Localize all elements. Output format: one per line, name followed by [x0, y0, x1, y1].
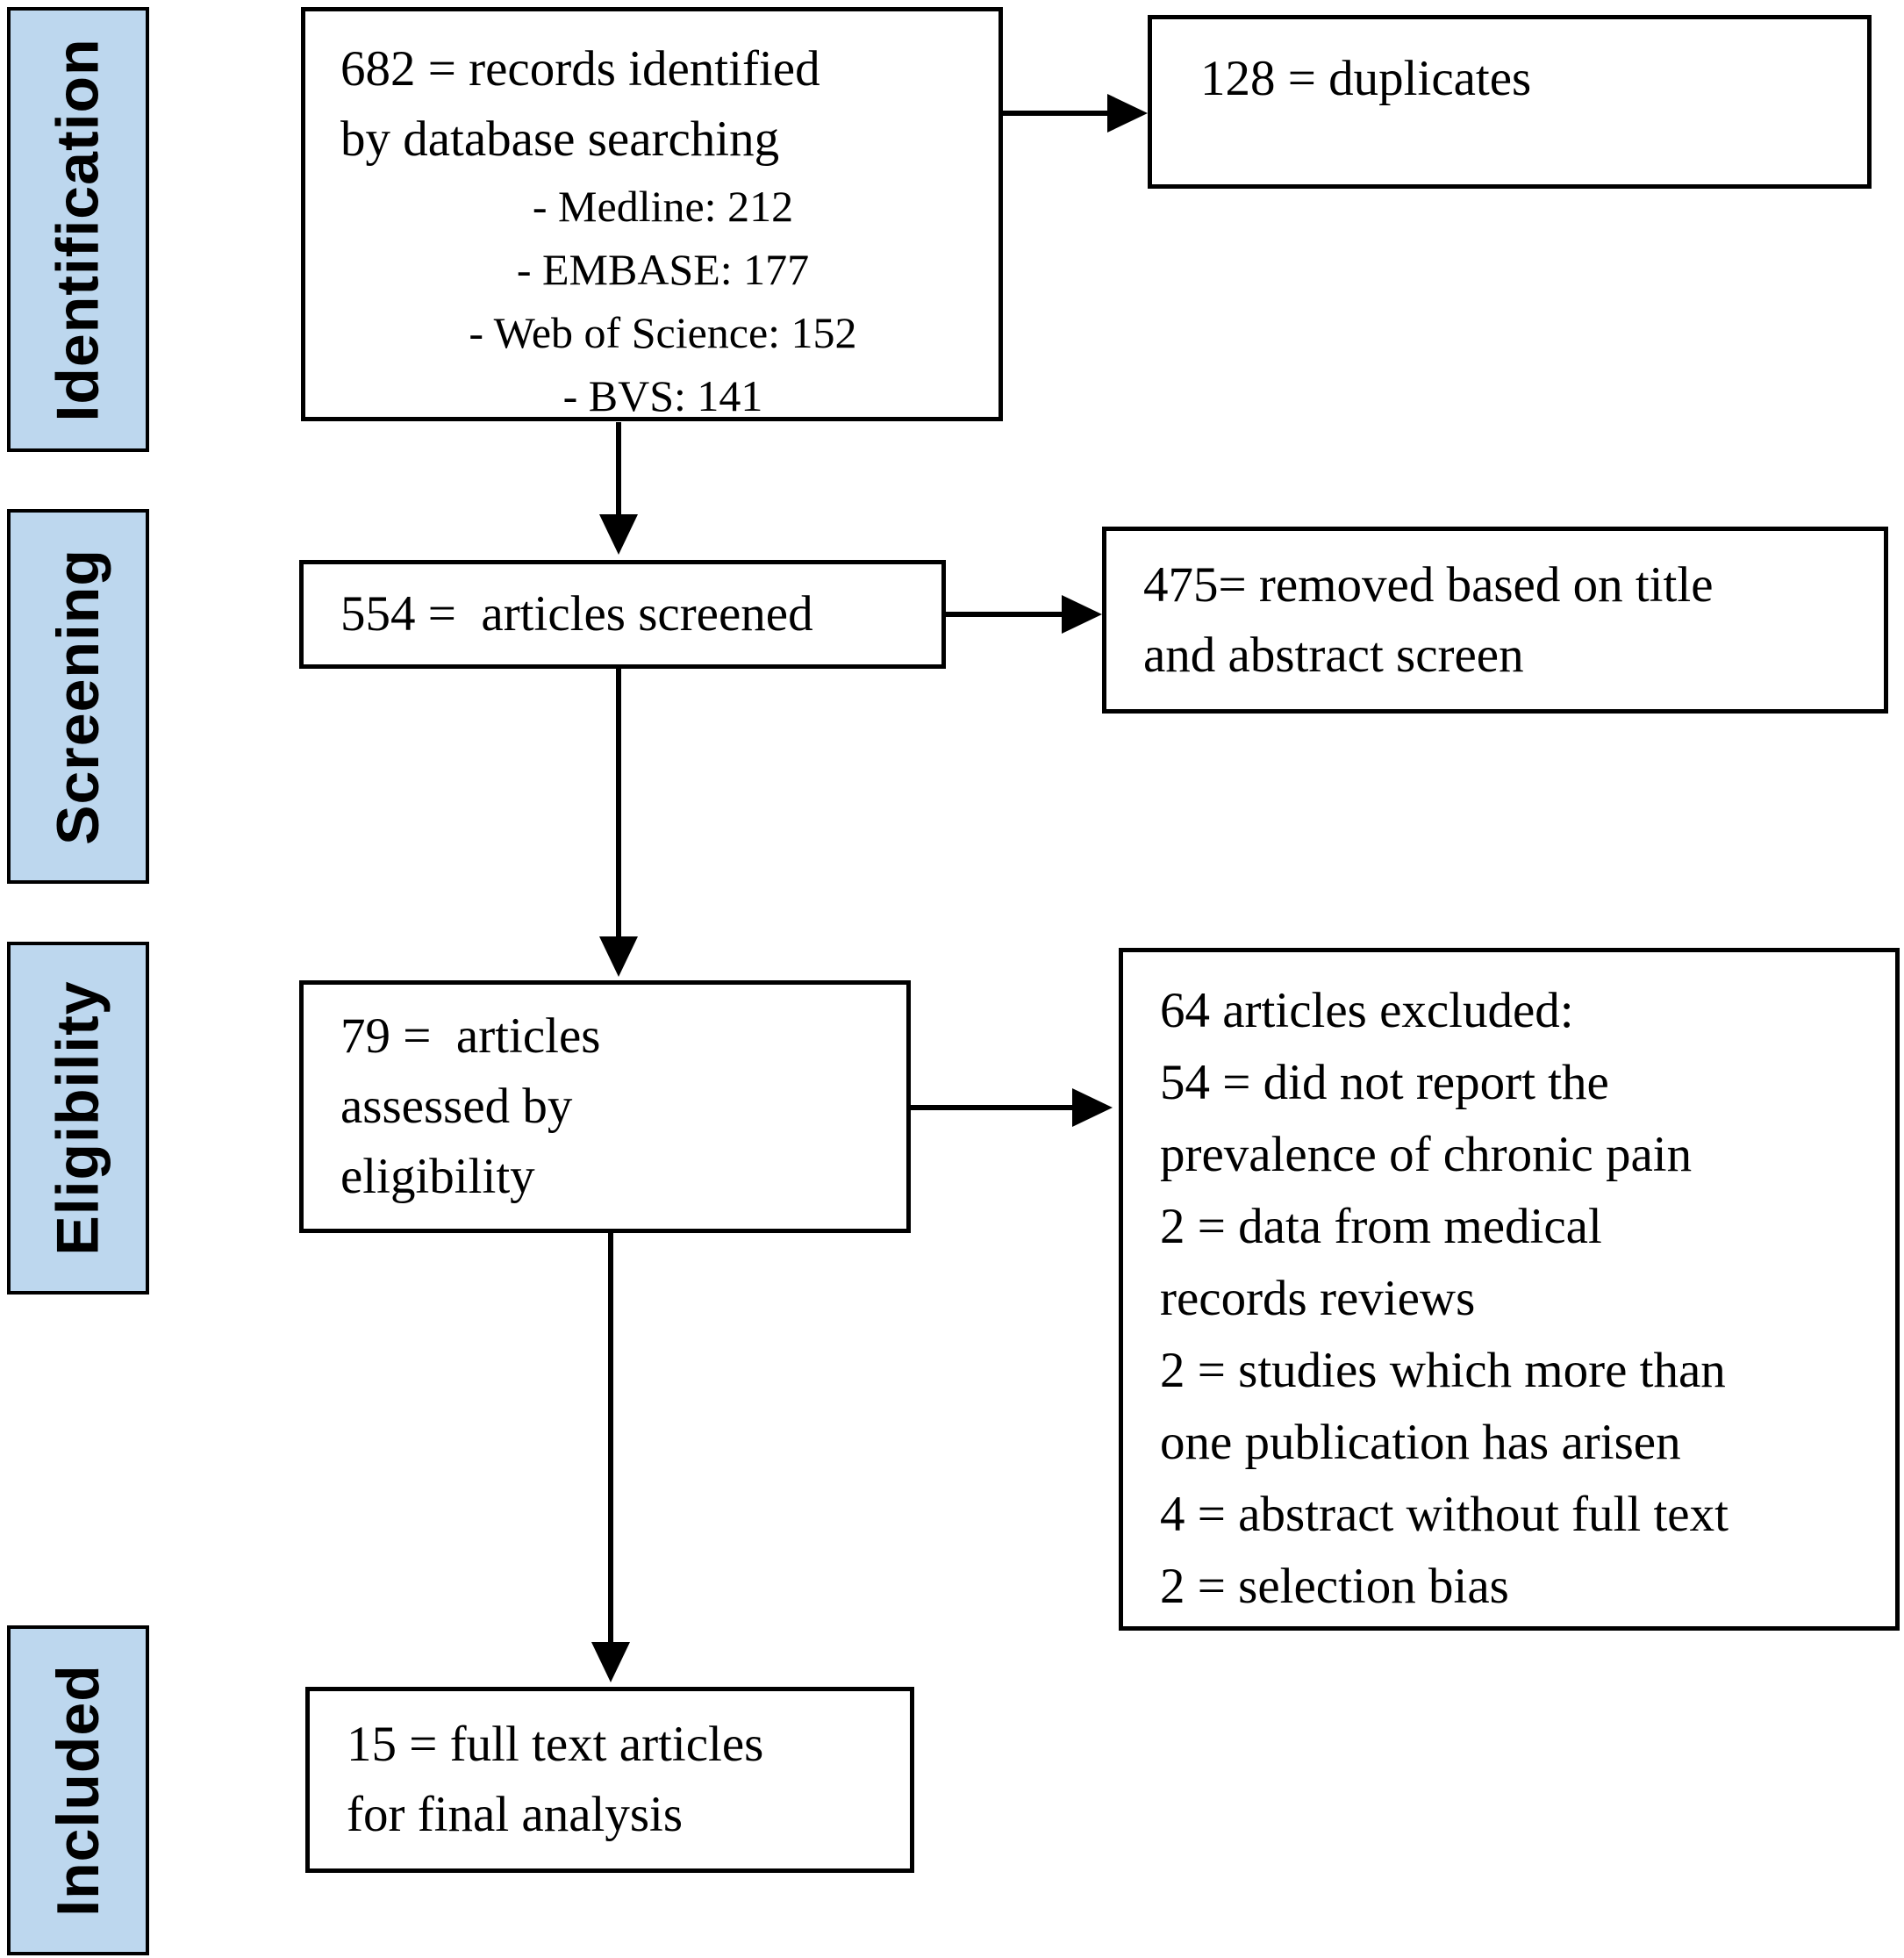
duplicates-box: 128 = duplicates — [1148, 15, 1872, 189]
excluded-header: 64 articles excluded: — [1160, 983, 1574, 1038]
arrow-right-icon — [1062, 595, 1102, 634]
final-line: 15 = full text articles — [347, 1717, 764, 1772]
stage-label-text: Included — [45, 1664, 112, 1917]
removed-line: 475= removed based on title — [1143, 556, 1714, 613]
assessed-eligibility-box: 79 = articles assessed by eligibility — [299, 980, 911, 1233]
records-identified-box: 682 = records identified by database sea… — [301, 7, 1003, 421]
removed-line: and abstract screen — [1143, 627, 1524, 683]
records-line: by database searching — [340, 111, 780, 167]
records-line: 682 = records identified — [340, 41, 820, 97]
arrow-down-icon — [599, 514, 638, 555]
records-source-bvs: - BVS: 141 — [562, 371, 763, 420]
stage-label-text: Screening — [45, 548, 111, 845]
excluded-reason: 54 = did not report the — [1160, 1055, 1609, 1110]
final-analysis-box: 15 = full text articles for final analys… — [305, 1687, 914, 1873]
arrow-right-icon — [1107, 94, 1148, 133]
assessed-line: eligibility — [340, 1149, 535, 1204]
excluded-reason: records reviews — [1160, 1271, 1476, 1326]
excluded-reason: 2 = selection bias — [1160, 1559, 1509, 1614]
assessed-line: assessed by — [340, 1079, 573, 1134]
arrow-down-icon — [599, 936, 638, 977]
articles-excluded-box: 64 articles excluded: 54 = did not repor… — [1119, 948, 1900, 1631]
excluded-reason: prevalence of chronic pain — [1160, 1127, 1693, 1182]
arrow-screened-to-assessed-line — [616, 669, 621, 937]
stage-label-included: Included — [7, 1625, 149, 1955]
excluded-reason: one publication has arisen — [1160, 1415, 1681, 1470]
records-source-web-of-science: - Web of Science: 152 — [469, 308, 857, 357]
excluded-reason: 2 = data from medical — [1160, 1199, 1602, 1254]
screened-text: 554 = articles screened — [340, 586, 813, 642]
excluded-reason: 2 = studies which more than — [1160, 1343, 1726, 1398]
articles-screened-box: 554 = articles screened — [299, 560, 946, 669]
final-line: for final analysis — [347, 1787, 684, 1842]
arrow-screened-to-removed-line — [946, 612, 1063, 617]
excluded-reason: 4 = abstract without full text — [1160, 1487, 1729, 1542]
assessed-line: 79 = articles — [340, 1008, 601, 1064]
duplicates-text: 128 = duplicates — [1200, 51, 1532, 106]
arrow-right-icon — [1072, 1088, 1113, 1127]
arrow-records-to-duplicates-line — [999, 111, 1109, 116]
stage-label-eligibility: Eligibility — [7, 942, 149, 1295]
stage-label-screening: Screening — [7, 509, 149, 884]
arrow-assessed-to-excluded-line — [911, 1105, 1074, 1110]
records-source-embase: - EMBASE: 177 — [516, 245, 810, 294]
arrow-down-icon — [591, 1642, 630, 1682]
arrow-records-to-screened-line — [616, 422, 621, 515]
removed-title-abstract-box: 475= removed based on title and abstract… — [1102, 527, 1888, 714]
arrow-assessed-to-final-line — [608, 1233, 613, 1644]
stage-label-text: Identification — [45, 37, 112, 422]
stage-label-text: Eligibility — [45, 980, 111, 1256]
records-source-medline: - Medline: 212 — [532, 182, 794, 231]
stage-label-identification: Identification — [7, 7, 149, 452]
